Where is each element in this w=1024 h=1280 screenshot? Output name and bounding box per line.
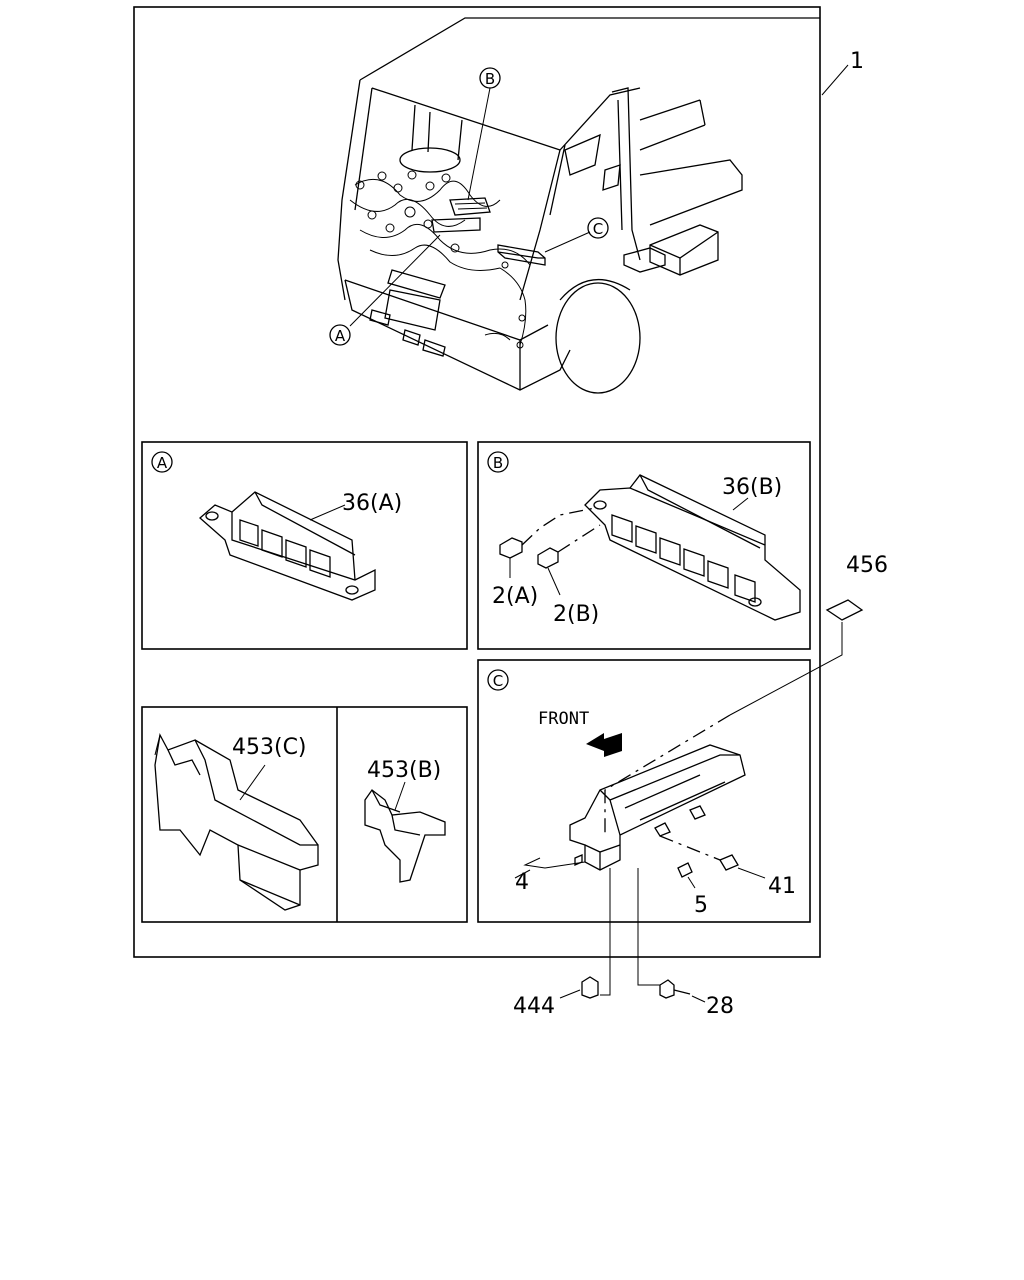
panel-c-marker: C — [493, 672, 503, 690]
callout-1: 1 — [850, 49, 864, 74]
callout-36b: 36(B) — [722, 475, 782, 500]
detail-panel-a: A 36(A) — [141, 441, 468, 650]
panel-a-marker: A — [157, 454, 168, 472]
detail-b-marker-label: B — [485, 70, 495, 88]
detail-a-marker-overview — [329, 324, 351, 346]
callout-4: 4 — [515, 870, 529, 895]
detail-b-marker-overview — [479, 67, 501, 89]
detail-panel-b: B 36(B) 2(A) 2(B) — [477, 441, 811, 650]
callout-2b: 2(B) — [553, 602, 599, 627]
bottom-fasteners: 444 28 — [513, 868, 734, 1019]
callout-453c: 453(C) — [232, 735, 307, 760]
callout-36a: 36(A) — [342, 491, 402, 516]
detail-a-marker-label: A — [335, 327, 346, 345]
callout-41: 41 — [768, 874, 796, 899]
callout-2a: 2(A) — [492, 584, 538, 609]
outer-frame — [133, 6, 821, 958]
panel-b-marker: B — [493, 454, 503, 472]
truck-overview: B C A — [329, 17, 820, 394]
callout-28: 28 — [706, 994, 734, 1019]
detail-c-marker-overview — [587, 217, 609, 239]
callout-456: 456 — [846, 553, 888, 578]
callout-453b: 453(B) — [367, 758, 441, 783]
detail-panel-c: C FRONT 4 5 41 — [477, 659, 811, 923]
detail-panel-453: 453(C) 453(B) — [141, 706, 468, 923]
callout-5: 5 — [694, 893, 708, 918]
front-direction-label: FRONT — [538, 709, 589, 729]
detail-c-marker-label: C — [593, 220, 603, 238]
front-arrow-icon — [586, 733, 622, 757]
callout-444: 444 — [513, 994, 555, 1019]
part-456-label: 456 — [604, 553, 888, 835]
